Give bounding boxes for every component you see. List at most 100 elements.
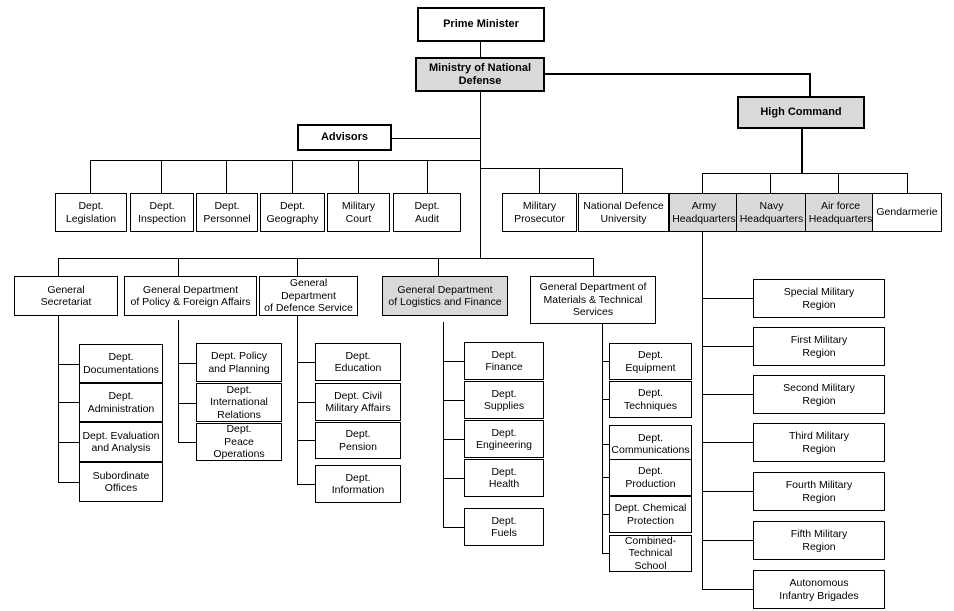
node-dept-education[interactable]: Dept. Education xyxy=(315,343,401,381)
node-air-force-headquarters[interactable]: Air force Headquarters xyxy=(805,193,876,232)
connector-col4-child4 xyxy=(443,478,465,479)
connector-ministry-highcommand-v xyxy=(809,73,811,96)
node-dept-evaluation-and-analysis[interactable]: Dept. Evaluation and Analysis xyxy=(79,422,163,462)
connector-highcommand-down xyxy=(801,129,803,173)
node-dept-personnel[interactable]: Dept. Personnel xyxy=(196,193,258,232)
node-dept-engineering[interactable]: Dept. Engineering xyxy=(464,420,544,458)
node-special-military-region[interactable]: Special Military Region xyxy=(753,279,885,318)
node-ministry-of-national-defense[interactable]: Ministry of National Defense xyxy=(415,57,545,92)
node-autonomous-infantry-brigades[interactable]: Autonomous Infantry Brigades xyxy=(753,570,885,609)
connector-hq-gendarmerie xyxy=(907,173,908,193)
node-dept-chemical-protection[interactable]: Dept. Chemical Protection xyxy=(609,496,692,533)
connector-hq-airforce xyxy=(838,173,839,193)
connector-inst-bus xyxy=(480,168,623,169)
connector-ministry-highcommand-h xyxy=(545,73,810,75)
node-fifth-military-region[interactable]: Fifth Military Region xyxy=(753,521,885,560)
connector-hq-navy xyxy=(770,173,771,193)
node-second-military-region[interactable]: Second Military Region xyxy=(753,375,885,414)
connector-hq-bus xyxy=(702,173,908,174)
connector-dept-personnel xyxy=(226,160,227,193)
connector-col3-child1 xyxy=(297,362,316,363)
node-general-department-logistics-finance[interactable]: General Department of Logistics and Fina… xyxy=(382,276,508,316)
connector-col5-child4 xyxy=(602,477,610,478)
node-high-command[interactable]: High Command xyxy=(737,96,865,129)
connector-region-2 xyxy=(702,346,754,347)
connector-gd-policy xyxy=(178,258,179,276)
node-first-military-region[interactable]: First Military Region xyxy=(753,327,885,366)
node-dept-civil-military-affairs[interactable]: Dept. Civil Military Affairs xyxy=(315,383,401,421)
node-prime-minister[interactable]: Prime Minister xyxy=(417,7,545,42)
connector-col1-child4 xyxy=(58,482,80,483)
connector-col2-child3 xyxy=(178,442,197,443)
node-dept-communications[interactable]: Dept. Communications xyxy=(609,425,692,463)
node-dept-documentations[interactable]: Dept. Documentations xyxy=(79,344,163,383)
node-dept-international-relations[interactable]: Dept. International Relations xyxy=(196,383,282,422)
node-army-headquarters[interactable]: Army Headquarters xyxy=(669,193,739,232)
node-dept-equipment[interactable]: Dept. Equipment xyxy=(609,343,692,380)
connector-col1-child3 xyxy=(58,442,80,443)
connector-col5-child1 xyxy=(602,361,610,362)
connector-region-1 xyxy=(702,298,754,299)
connector-dept-bus-left xyxy=(90,160,481,161)
connector-col5-child2 xyxy=(602,399,610,400)
node-dept-legislation[interactable]: Dept. Legislation xyxy=(55,193,127,232)
connector-gd-bus xyxy=(58,258,594,259)
connector-ministry-spine xyxy=(480,91,481,258)
connector-dept-geography xyxy=(292,160,293,193)
node-dept-supplies[interactable]: Dept. Supplies xyxy=(464,381,544,419)
connector-gd-secretariat xyxy=(58,258,59,276)
node-navy-headquarters[interactable]: Navy Headquarters xyxy=(736,193,807,232)
connector-col3-child2 xyxy=(297,402,316,403)
node-dept-health[interactable]: Dept. Health xyxy=(464,459,544,497)
connector-gd-defence xyxy=(297,258,298,276)
connector-advisors xyxy=(392,138,481,139)
node-military-court[interactable]: Military Court xyxy=(327,193,390,232)
connector-region-7 xyxy=(702,589,754,590)
connector-col3-spine xyxy=(297,316,298,484)
node-dept-peace-operations[interactable]: Dept. Peace Operations xyxy=(196,423,282,461)
connector-col5-child5 xyxy=(602,514,610,515)
node-general-department-defence-service[interactable]: General Department of Defence Service xyxy=(259,276,358,316)
connector-col2-child2 xyxy=(178,403,197,404)
connector-col2-child1 xyxy=(178,363,197,364)
node-dept-fuels[interactable]: Dept. Fuels xyxy=(464,508,544,546)
node-advisors[interactable]: Advisors xyxy=(297,124,392,151)
connector-inst-university xyxy=(622,168,623,193)
node-combined-technical-school[interactable]: Combined- Technical School xyxy=(609,535,692,572)
node-dept-finance[interactable]: Dept. Finance xyxy=(464,342,544,380)
node-dept-audit[interactable]: Dept. Audit xyxy=(393,193,461,232)
node-dept-administration[interactable]: Dept. Administration xyxy=(79,383,163,422)
connector-col1-spine xyxy=(58,316,59,483)
connector-dept-inspection xyxy=(161,160,162,193)
connector-col5-child3 xyxy=(602,444,610,445)
node-national-defence-university[interactable]: National Defence University xyxy=(578,193,669,232)
connector-inst-prosecutor xyxy=(539,168,540,193)
node-third-military-region[interactable]: Third Military Region xyxy=(753,423,885,462)
connector-col5-spine xyxy=(602,324,603,553)
connector-hq-army xyxy=(702,173,703,193)
node-subordinate-offices[interactable]: Subordinate Offices xyxy=(79,462,163,502)
node-fourth-military-region[interactable]: Fourth Military Region xyxy=(753,472,885,511)
connector-col3-child4 xyxy=(297,484,316,485)
node-general-department-materials-technical-services[interactable]: General Department of Materials & Techni… xyxy=(530,276,656,324)
node-dept-policy-and-planning[interactable]: Dept. Policy and Planning xyxy=(196,343,282,382)
node-dept-geography[interactable]: Dept. Geography xyxy=(260,193,325,232)
node-general-secretariat[interactable]: General Secretariat xyxy=(14,276,118,316)
node-dept-inspection[interactable]: Dept. Inspection xyxy=(130,193,194,232)
connector-col4-child1 xyxy=(443,361,465,362)
connector-col4-child3 xyxy=(443,439,465,440)
connector-army-regions-spine xyxy=(702,228,703,590)
node-dept-production[interactable]: Dept. Production xyxy=(609,459,692,496)
connector-col3-child3 xyxy=(297,440,316,441)
connector-gd-materials xyxy=(593,258,594,276)
node-dept-pension[interactable]: Dept. Pension xyxy=(315,422,401,459)
node-dept-techniques[interactable]: Dept. Techniques xyxy=(609,381,692,418)
connector-col4-spine xyxy=(443,322,444,528)
node-gendarmerie[interactable]: Gendarmerie xyxy=(872,193,942,232)
connector-region-4 xyxy=(702,442,754,443)
node-military-prosecutor[interactable]: Military Prosecutor xyxy=(502,193,577,232)
connector-gd-logistics xyxy=(438,258,439,276)
node-general-department-policy-foreign-affairs[interactable]: General Department of Policy & Foreign A… xyxy=(124,276,257,316)
node-dept-information[interactable]: Dept. Information xyxy=(315,465,401,503)
